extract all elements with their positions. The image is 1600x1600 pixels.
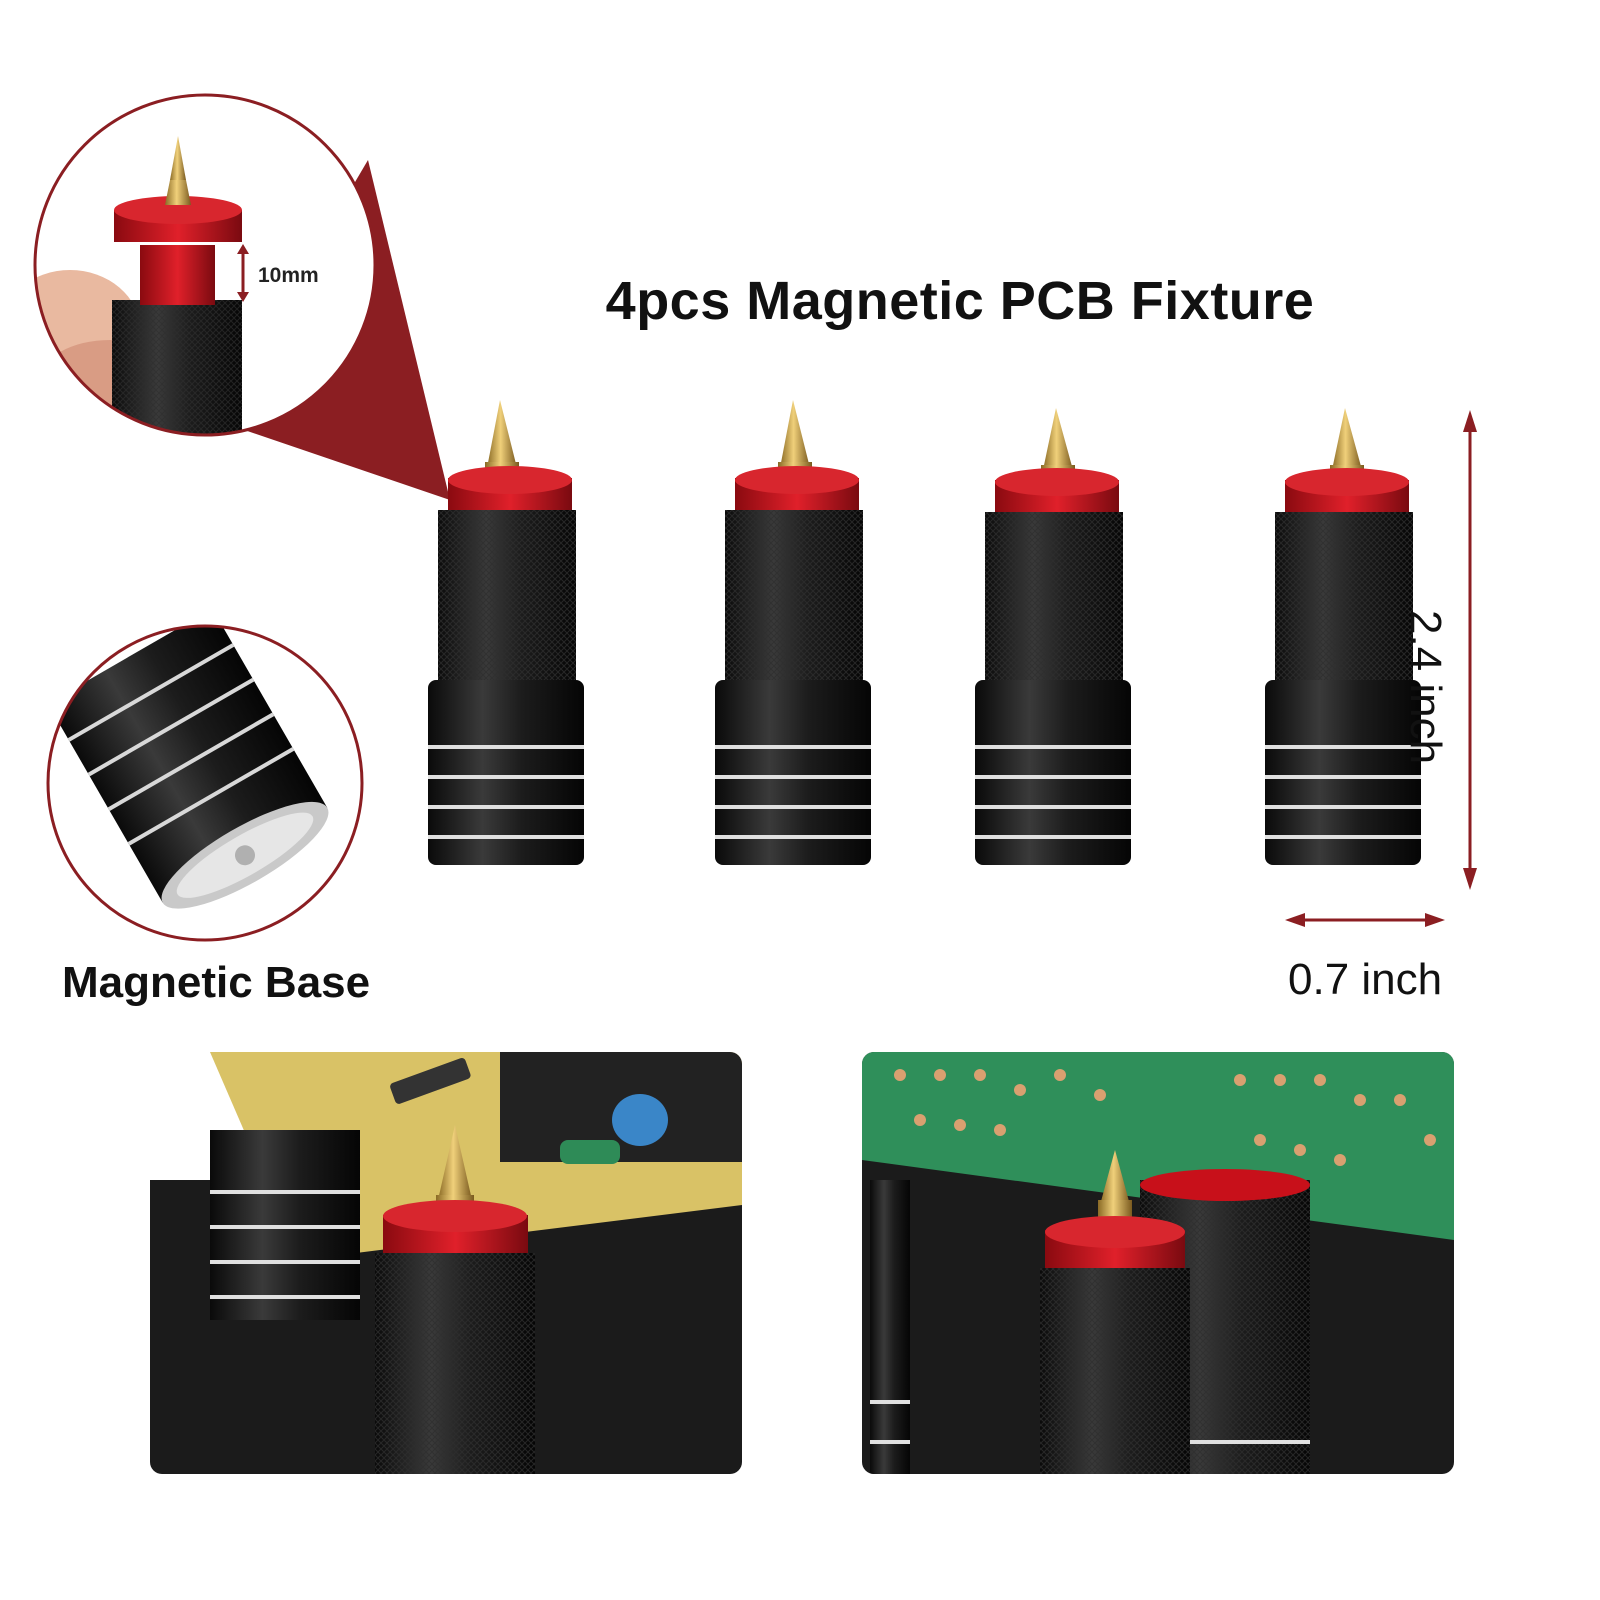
width-label: 0.7 inch: [1288, 955, 1443, 1004]
tip-height-label: 10mm: [258, 264, 319, 287]
magnetic-base-label: Magnetic Base: [62, 958, 371, 1007]
height-label: 2.4 inch: [1401, 610, 1450, 765]
fixture-4: [1265, 408, 1421, 865]
height-dimension-arrow: [1463, 410, 1477, 890]
fixture-2: [715, 400, 871, 865]
usage-photo-right: [862, 1052, 1454, 1474]
magnetic-base-circle: [46, 624, 364, 942]
page-title: 4pcs Magnetic PCB Fixture: [605, 271, 1315, 331]
fixture-1: [428, 400, 584, 865]
tip-zoom-circle: [33, 93, 377, 437]
usage-photo-left: [150, 1052, 742, 1474]
width-dimension-arrow: [1285, 913, 1445, 927]
fixture-3: [975, 408, 1131, 865]
